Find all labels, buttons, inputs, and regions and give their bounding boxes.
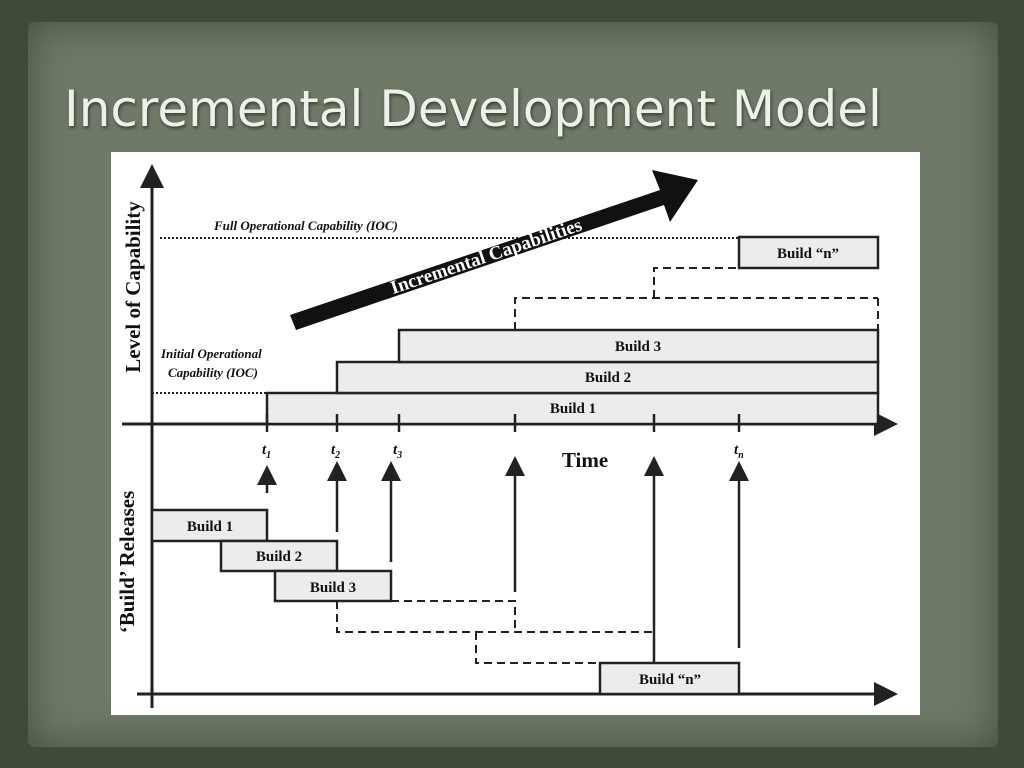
level-of-capability-label: Level of Capability bbox=[121, 201, 145, 373]
capability-build-n-label: Build “n” bbox=[777, 246, 839, 262]
capability-dashed-steps bbox=[514, 267, 879, 330]
release-arrows bbox=[257, 456, 749, 663]
slide-title: Incremental Development Model bbox=[64, 80, 882, 138]
t1-label: t1 bbox=[262, 442, 271, 461]
ioc-label-line2: Capability (IOC) bbox=[168, 365, 258, 380]
release-build-n-label: Build “n” bbox=[639, 672, 701, 688]
capability-build-3-label: Build 3 bbox=[615, 339, 661, 355]
time-label: Time bbox=[562, 448, 608, 472]
t2-label: t2 bbox=[331, 442, 340, 461]
capability-build-n bbox=[737, 235, 880, 270]
release-build-3 bbox=[273, 569, 393, 603]
release-build-1 bbox=[150, 508, 269, 543]
build-releases-label: ‘Build’ Releases bbox=[115, 491, 139, 634]
foc-label: Full Operational Capability (IOC) bbox=[213, 218, 398, 233]
capability-build-1-label: Build 1 bbox=[550, 401, 596, 417]
capability-build-3 bbox=[397, 328, 880, 364]
release-build-2-label: Build 2 bbox=[256, 549, 302, 565]
capability-build-1 bbox=[265, 391, 880, 426]
capability-build-2-label: Build 2 bbox=[585, 370, 631, 386]
release-build-n bbox=[598, 661, 741, 696]
t3-label: t3 bbox=[393, 442, 402, 461]
release-dashed-steps bbox=[336, 600, 655, 664]
ioc-label-line1: Initial Operational bbox=[160, 346, 262, 361]
tn-label: tn bbox=[734, 442, 744, 461]
release-build-1-label: Build 1 bbox=[187, 519, 233, 535]
release-build-3-label: Build 3 bbox=[310, 580, 356, 596]
time-ticks bbox=[265, 414, 741, 432]
